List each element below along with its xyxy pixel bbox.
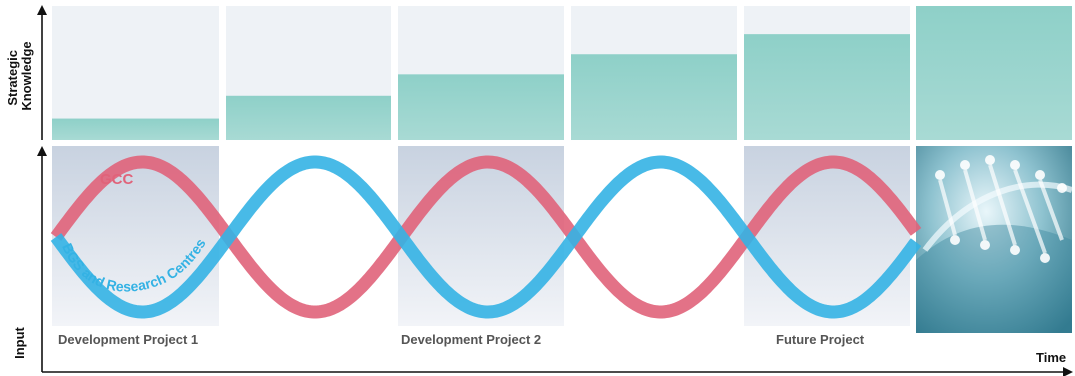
upper-y-label: Strategic Knowledge: [5, 41, 34, 110]
knowledge-bar-2: [226, 95, 391, 140]
knowledge-panel-1: [52, 6, 219, 140]
axes: [37, 5, 1073, 376]
bgs-wave: [50, 155, 922, 319]
lower-y-label: Input: [12, 326, 27, 358]
x-axis-label: Time: [1036, 350, 1066, 365]
knowledge-bar-4: [571, 54, 737, 140]
gcc-label: GCC: [100, 171, 134, 188]
project-panels: [52, 146, 910, 326]
project-panel-1: [52, 146, 219, 326]
lower-y-arrow-icon: [37, 146, 47, 156]
project-label-1: Development Project 1: [58, 332, 198, 347]
knowledge-bar-3: [398, 74, 564, 140]
knowledge-bar-6: [916, 6, 1072, 140]
project-panel-3: [744, 146, 910, 326]
gcc-wave: [50, 155, 922, 319]
x-arrow-icon: [1063, 367, 1073, 376]
knowledge-panels: [52, 6, 1072, 140]
project-label-2: Development Project 2: [401, 332, 541, 347]
project-label-3: Future Project: [776, 332, 865, 347]
molecular-structure-image: [916, 146, 1072, 333]
knowledge-bar-5: [744, 34, 910, 140]
project-panel-2: [398, 146, 564, 326]
upper-y-arrow-icon: [37, 5, 47, 15]
knowledge-bar-1: [52, 118, 219, 140]
